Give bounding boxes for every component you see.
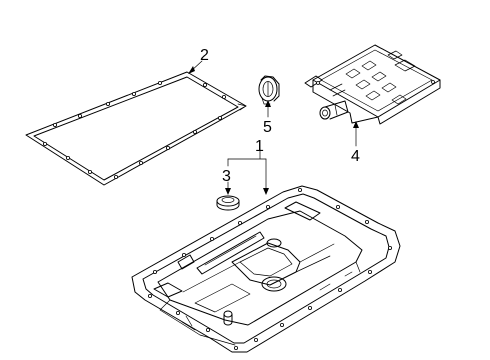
seal — [258, 75, 280, 105]
drain-plug — [216, 195, 240, 211]
pan-gasket — [25, 71, 247, 186]
callout-1: 1 — [255, 138, 264, 155]
oil-pan — [131, 185, 401, 353]
callout-4: 4 — [351, 148, 360, 165]
callout-3: 3 — [222, 168, 231, 185]
callout-2: 2 — [200, 47, 209, 64]
callout-leaders — [188, 60, 359, 195]
filter — [304, 44, 441, 125]
callout-5: 5 — [263, 119, 272, 136]
